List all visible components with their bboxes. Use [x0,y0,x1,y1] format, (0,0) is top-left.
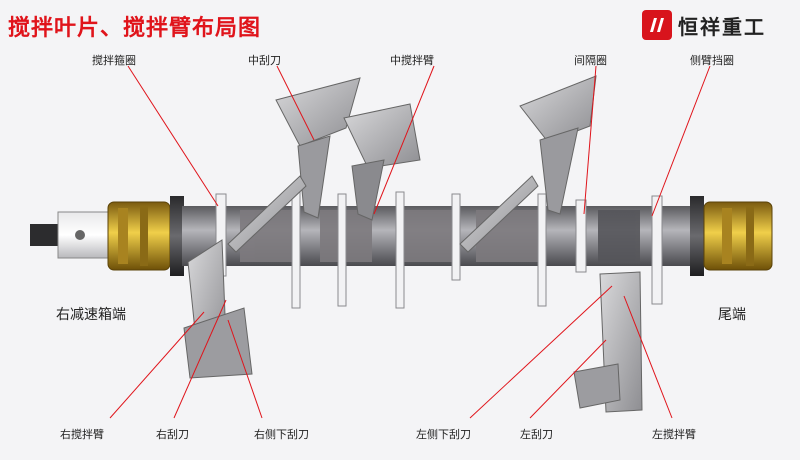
label-right-reducer-end: 右减速箱端 [56,307,126,323]
label-mid-arm: 中搅拌臂 [390,54,434,67]
leader-lines [109,65,711,419]
label-spacer-ring: 间隔圈 [574,54,607,67]
label-stirring-ring: 搅拌箍圈 [92,54,136,67]
label-left-scraper: 左刮刀 [520,428,553,441]
label-right-scraper: 右刮刀 [156,428,189,441]
shaft-end-left [30,211,111,259]
mid-scraper [275,77,421,221]
shaft-paddles [227,175,539,253]
label-mid-scraper: 中刮刀 [248,54,281,67]
label-side-arm-ring: 侧臂挡圈 [690,54,734,67]
spacer-scraper [519,75,597,215]
label-right-arm: 右搅拌臂 [60,428,104,441]
label-left-arm: 左搅拌臂 [652,428,696,441]
bearing-housing-left [107,196,184,276]
brand: 恒祥重工 [642,10,766,40]
hx-logo-icon [642,10,672,40]
stirring-rings [215,191,663,309]
bearing-housing-right [690,196,773,276]
label-left-side-lower-scraper: 左侧下刮刀 [416,428,471,441]
left-lower-scraper [573,271,643,413]
right-lower-scraper [183,239,253,379]
label-right-side-lower-scraper: 右侧下刮刀 [254,428,309,441]
page-title: 搅拌叶片、搅拌臂布局图 [8,16,262,41]
brand-name: 恒祥重工 [678,14,766,39]
label-tail-end: 尾端 [718,307,746,323]
